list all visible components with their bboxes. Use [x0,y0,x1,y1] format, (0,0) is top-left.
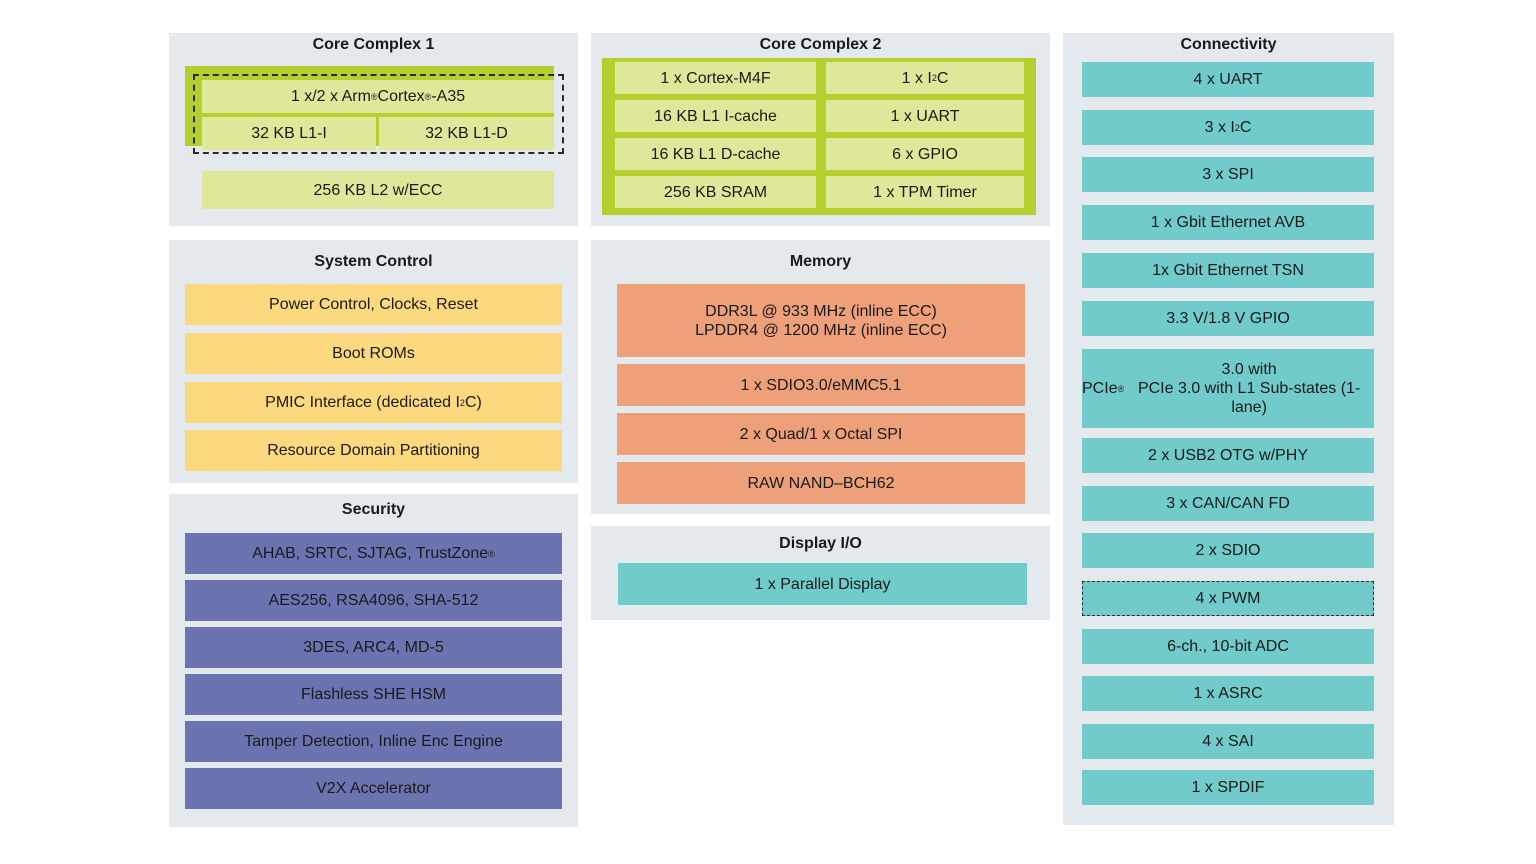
raw-nand-block: RAW NAND–BCH62 [617,462,1025,504]
connectivity-item: 1 x SPDIF [1082,770,1374,805]
connectivity-title: Connectivity [1180,36,1277,53]
cpu-cortex-a35: 1 x/2 x Arm® Cortex®-A35 [202,80,554,113]
she-hsm-block: Flashless SHE HSM [185,674,562,715]
l1-dcache-block: 16 KB L1 D-cache [615,138,816,170]
display-io-title: Display I/O [779,535,862,552]
core-complex-1-title: Core Complex 1 [312,36,435,53]
l1-icache-block: 16 KB L1 I-cache [615,100,816,132]
l1-icache: 32 KB L1-I [202,117,376,150]
core-complex-1-panel: Core Complex 1 1 x/2 x Arm® Cortex®-A35 … [169,33,578,226]
optional-core-outline [193,74,564,154]
connectivity-item-optional: 4 x PWM [1082,581,1374,616]
connectivity-item: 4 x SAI [1082,724,1374,759]
aes-block: AES256, RSA4096, SHA-512 [185,580,562,621]
system-control-panel: System Control Power Control, Clocks, Re… [169,240,578,483]
connectivity-item: 1 x Gbit Ethernet AVB [1082,205,1374,240]
memory-title: Memory [789,253,852,270]
parallel-display-block: 1 x Parallel Display [618,563,1027,605]
spi-block: 2 x Quad/1 x Octal SPI [617,413,1025,455]
memory-panel: Memory DDR3L @ 933 MHz (inline ECC) LPDD… [591,240,1050,514]
connectivity-item: 3 x CAN/CAN FD [1082,486,1374,521]
connectivity-item: 3.3 V/1.8 V GPIO [1082,301,1374,336]
display-io-panel: Display I/O 1 x Parallel Display [591,526,1050,620]
cortex-m4f-block: 1 x Cortex-M4F [615,62,816,94]
security-panel: Security AHAB, SRTC, SJTAG, TrustZone® A… [169,494,578,827]
l1-dcache: 32 KB L1-D [379,117,554,150]
v2x-accelerator-block: V2X Accelerator [185,768,562,809]
connectivity-item: 1 x ASRC [1082,676,1374,711]
system-control-title: System Control [314,253,433,270]
connectivity-item: 4 x UART [1082,62,1374,97]
security-title: Security [341,501,406,518]
sram-block: 256 KB SRAM [615,176,816,208]
ahab-block: AHAB, SRTC, SJTAG, TrustZone® [185,533,562,574]
l2-cache: 256 KB L2 w/ECC [202,171,554,209]
core-complex-2-title: Core Complex 2 [759,36,882,53]
connectivity-item: 2 x SDIO [1082,533,1374,568]
boot-roms-block: Boot ROMs [185,333,562,374]
resource-domain-block: Resource Domain Partitioning [185,430,562,471]
gpio-block: 6 x GPIO [826,138,1024,170]
sdio-emmc-block: 1 x SDIO3.0/eMMC5.1 [617,364,1025,406]
tamper-detection-block: Tamper Detection, Inline Enc Engine [185,721,562,762]
connectivity-item: PCIe® 3.0 with PCIe 3.0 with L1 Sub-stat… [1082,349,1374,428]
tpm-timer-block: 1 x TPM Timer [826,176,1024,208]
connectivity-item: 1x Gbit Ethernet TSN [1082,253,1374,288]
3des-block: 3DES, ARC4, MD-5 [185,627,562,668]
power-control-block: Power Control, Clocks, Reset [185,284,562,325]
uart-block: 1 x UART [826,100,1024,132]
ddr-block: DDR3L @ 933 MHz (inline ECC) LPDDR4 @ 12… [617,284,1025,357]
connectivity-item: 2 x USB2 OTG w/PHY [1082,438,1374,473]
connectivity-item: 3 x SPI [1082,157,1374,192]
connectivity-item: 6-ch., 10-bit ADC [1082,629,1374,664]
